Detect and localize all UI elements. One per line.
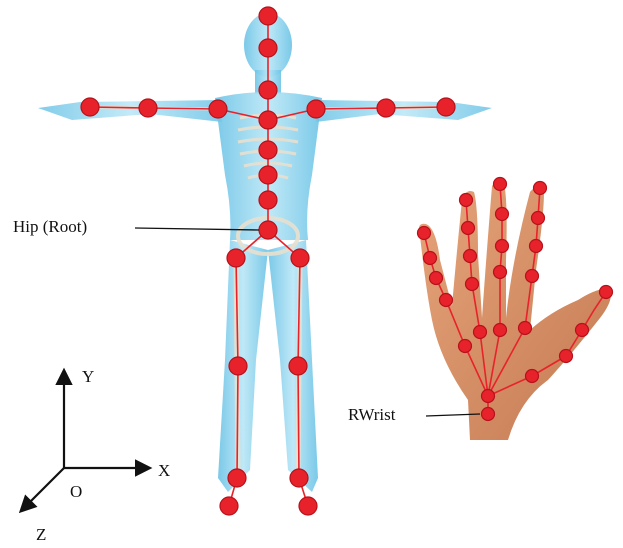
joint-left-knee [229, 357, 247, 375]
joint-pinky-4 [424, 252, 437, 265]
z-axis-label: Z [36, 525, 46, 544]
joint-spine-base [259, 191, 277, 209]
joint-middle-5 [494, 178, 507, 191]
joint-middle-4 [496, 208, 509, 221]
joint-middle-2 [494, 266, 507, 279]
joint-ring-3 [464, 250, 477, 263]
joint-left-shoulder [209, 100, 227, 118]
joint-right-hip [291, 249, 309, 267]
joint-right-hand [437, 98, 455, 116]
joint-spine-mid [259, 141, 277, 159]
x-axis-label: X [158, 461, 170, 480]
origin-label: O [70, 482, 82, 501]
joint-right-ankle [290, 469, 308, 487]
joint-pinky-2 [440, 294, 453, 307]
joint-pinky-1 [459, 340, 472, 353]
joint-ring-2 [466, 278, 479, 291]
joint-thumb-3 [576, 324, 589, 337]
joint-middle-3 [496, 240, 509, 253]
coordinate-axes [22, 372, 148, 510]
joint-head-top [259, 7, 277, 25]
joint-pinky-5 [418, 227, 431, 240]
joint-index-5 [534, 182, 547, 195]
joint-palm-base [482, 390, 495, 403]
joint-right-knee [289, 357, 307, 375]
joint-thumb-4 [600, 286, 613, 299]
body-joints [81, 7, 455, 515]
hand-photo [419, 180, 611, 440]
joint-right-elbow [377, 99, 395, 117]
joint-ring-1 [474, 326, 487, 339]
y-axis-label: Y [82, 367, 94, 386]
joint-middle-1 [494, 324, 507, 337]
joint-index-1 [519, 322, 532, 335]
joint-right-toe [299, 497, 317, 515]
joint-hip-root [259, 221, 277, 239]
joint-thumb-2 [560, 350, 573, 363]
joint-index-4 [532, 212, 545, 225]
z-axis-arrow [22, 468, 64, 510]
joint-left-ankle [228, 469, 246, 487]
joint-left-hip [227, 249, 245, 267]
joint-neck [259, 81, 277, 99]
joint-thumb-1 [526, 370, 539, 383]
joint-ring-4 [462, 222, 475, 235]
joint-ring-5 [460, 194, 473, 207]
joint-spine-upper [259, 111, 277, 129]
joint-head [259, 39, 277, 57]
joint-left-hand [81, 98, 99, 116]
joint-index-3 [530, 240, 543, 253]
joint-left-toe [220, 497, 238, 515]
joint-left-elbow [139, 99, 157, 117]
joint-rwrist [482, 408, 495, 421]
joint-right-shoulder [307, 100, 325, 118]
hip-root-label: Hip (Root) [13, 217, 87, 236]
joint-pinky-3 [430, 272, 443, 285]
rwrist-label: RWrist [348, 405, 396, 424]
joint-index-2 [526, 270, 539, 283]
joint-spine-low [259, 166, 277, 184]
rwrist-callout: RWrist [348, 405, 480, 424]
hip-root-callout: Hip (Root) [13, 217, 259, 236]
